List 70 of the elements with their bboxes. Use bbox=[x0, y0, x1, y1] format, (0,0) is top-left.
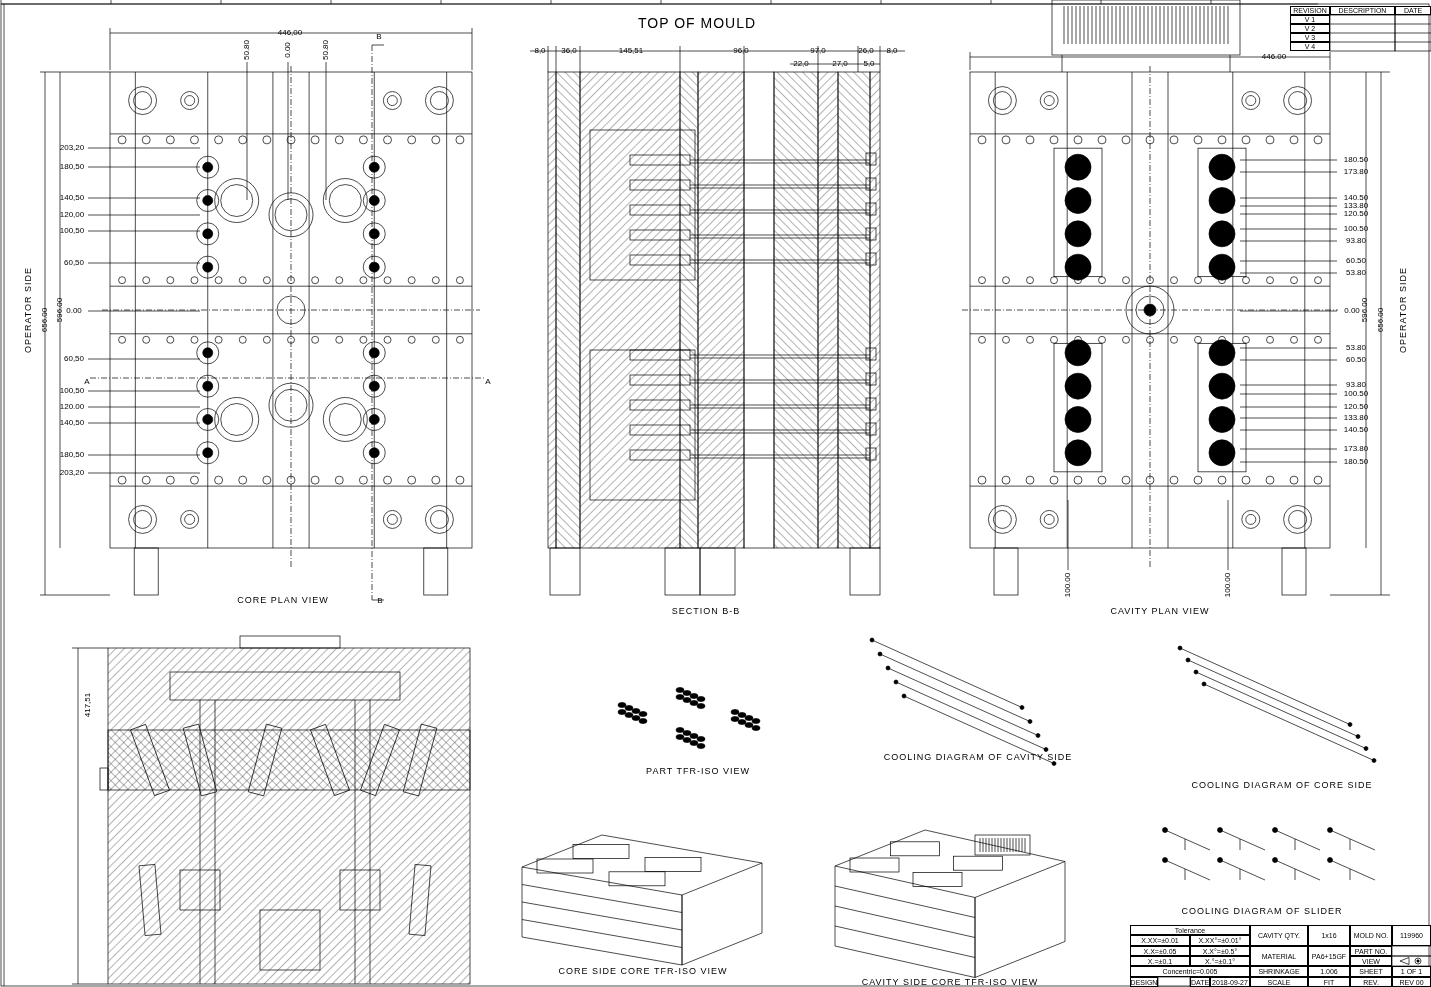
dimension-value: 96,0 bbox=[733, 47, 749, 55]
dimension-value: 100,50 bbox=[59, 227, 85, 235]
dimension-value: 0.00 bbox=[1344, 307, 1360, 315]
dimension-value: 140,50 bbox=[59, 419, 85, 427]
dimension-value: 100.00 bbox=[1224, 572, 1232, 598]
side-note: OPERATOR SIDE bbox=[1398, 266, 1408, 354]
dimension-value: 596.00 bbox=[1361, 297, 1369, 323]
dimension-value: 22,0 bbox=[793, 60, 809, 68]
section-mark: A bbox=[84, 378, 90, 386]
dimension-value: 93.80 bbox=[1346, 237, 1366, 245]
dimension-value: 100.50 bbox=[1343, 225, 1369, 233]
view-title: CORE PLAN VIEW bbox=[237, 595, 329, 605]
dimension-value: 53.80 bbox=[1346, 269, 1366, 277]
side-note: OPERATOR SIDE bbox=[23, 266, 33, 354]
dimension-value: 53.80 bbox=[1346, 344, 1366, 352]
dimension-value: 97,0 bbox=[810, 47, 826, 55]
dimension-value: 133.80 bbox=[1343, 414, 1369, 422]
view-title: PART TFR-ISO VIEW bbox=[646, 766, 750, 776]
dimension-value: 50.80 bbox=[322, 40, 330, 60]
dimension-value: 8,0 bbox=[886, 47, 898, 55]
dimension-value: 173.80 bbox=[1343, 445, 1369, 453]
dimension-value: 133.80 bbox=[1343, 202, 1369, 210]
dimension-value: 180,50 bbox=[59, 163, 85, 171]
view-title: CAVITY SIDE CORE TFR-ISO VIEW bbox=[861, 977, 1039, 987]
dimension-value: 203,20 bbox=[59, 469, 85, 477]
dimension-value: 120.00 bbox=[59, 403, 85, 411]
dimension-value: 0.00 bbox=[66, 307, 82, 315]
dimension-value: 180,50 bbox=[59, 451, 85, 459]
dimension-value: 140.50 bbox=[1343, 426, 1369, 434]
dimension-value: 93.80 bbox=[1346, 381, 1366, 389]
dimension-value: 100,50 bbox=[59, 387, 85, 395]
dimension-value: 446.00 bbox=[1261, 53, 1287, 61]
dimension-value: 0.00 bbox=[284, 42, 292, 58]
dimension-value: 180.50 bbox=[1343, 156, 1369, 164]
dimension-value: 60,50 bbox=[64, 355, 84, 363]
dimension-value: 446,00 bbox=[277, 29, 303, 37]
dimension-value: 417,51 bbox=[84, 692, 92, 718]
dimension-value: 50.80 bbox=[243, 40, 251, 60]
dimension-value: 140,50 bbox=[59, 194, 85, 202]
view-title: SECTION B-B bbox=[671, 606, 741, 616]
view-title: TOP OF MOULD bbox=[637, 16, 757, 30]
section-mark: B bbox=[377, 597, 383, 605]
dimension-value: 27,0 bbox=[832, 60, 848, 68]
dimension-value: 145,51 bbox=[618, 47, 644, 55]
view-title: CAVITY PLAN VIEW bbox=[1110, 606, 1210, 616]
dimension-value: 60.50 bbox=[1346, 356, 1366, 364]
section-mark: B bbox=[376, 33, 382, 41]
dimension-value: 120.50 bbox=[1343, 403, 1369, 411]
dimension-value: 60,50 bbox=[64, 259, 84, 267]
dimension-value: 173.80 bbox=[1343, 168, 1369, 176]
section-mark: A bbox=[485, 378, 491, 386]
dimension-value: 203,20 bbox=[59, 144, 85, 152]
dimension-value: 140.50 bbox=[1343, 194, 1369, 202]
dimension-value: 656.00 bbox=[1377, 307, 1385, 333]
dimension-value: 26,0 bbox=[858, 47, 874, 55]
dimension-value: 656.00 bbox=[41, 307, 49, 333]
view-title: COOLING DIAGRAM OF SLIDER bbox=[1181, 906, 1343, 916]
dimension-value: 100.50 bbox=[1343, 390, 1369, 398]
dimension-value: 120.50 bbox=[1343, 210, 1369, 218]
dimension-value: 60.50 bbox=[1346, 257, 1366, 265]
dimension-value: 36,0 bbox=[561, 47, 577, 55]
dimension-value: 5,0 bbox=[863, 60, 875, 68]
view-title: COOLING DIAGRAM OF CAVITY SIDE bbox=[883, 752, 1073, 762]
dimension-value: 596.00 bbox=[56, 297, 64, 323]
view-title: CORE SIDE CORE TFR-ISO VIEW bbox=[558, 966, 728, 976]
dimension-value: 120,00 bbox=[59, 211, 85, 219]
dimension-value: 100.00 bbox=[1064, 572, 1072, 598]
dimension-value: 180.50 bbox=[1343, 458, 1369, 466]
dimension-value: 8,0 bbox=[534, 47, 546, 55]
view-title: COOLING DIAGRAM OF CORE SIDE bbox=[1191, 780, 1373, 790]
